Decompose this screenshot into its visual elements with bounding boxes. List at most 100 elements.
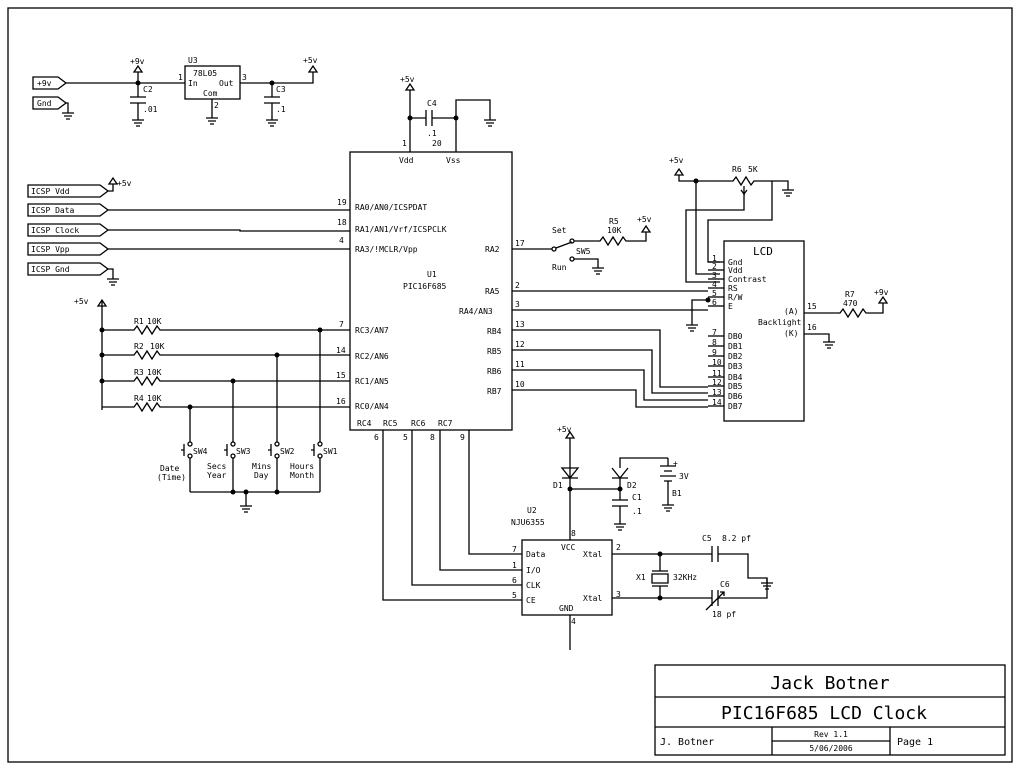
lcd-anode: (A) <box>784 307 798 316</box>
wire-contrast <box>685 194 745 283</box>
lcd-pin-name: Contrast <box>728 275 767 284</box>
vdd-label: Vdd <box>399 156 414 165</box>
rtc-pin-num: 1 <box>512 561 517 570</box>
mcu-bottom-pins: RC4 RC5 RC6 RC7 6 5 8 9 <box>357 419 522 601</box>
b1-plus: + <box>673 459 678 468</box>
sw3-ref: SW3 <box>236 447 251 456</box>
c4-value: .1 <box>427 129 437 138</box>
title-rev: Rev 1.1 <box>814 730 848 739</box>
lcd-pin-num: 8 <box>712 338 717 347</box>
icsp-vdd-label: ICSP Vdd <box>31 187 70 196</box>
diode-d1 <box>560 467 580 480</box>
ground-symbol <box>266 119 278 127</box>
lcd-title: LCD <box>753 245 773 258</box>
sw5-set-label: Set <box>552 226 567 235</box>
lcd-pin-num: 4 <box>712 280 717 289</box>
wire-rtc-vcc <box>564 430 576 540</box>
u3-pin-com: 2 <box>214 101 219 110</box>
pin-num: 11 <box>515 360 525 369</box>
rtc-ref: U2 <box>527 506 537 515</box>
rtc-xtal1: Xtal <box>583 550 602 559</box>
title-name: PIC16F685 LCD Clock <box>721 703 927 724</box>
pin-num: 18 <box>337 218 347 227</box>
b1-ref: B1 <box>672 489 682 498</box>
lcd-pin-num: 10 <box>712 358 722 367</box>
pin-name: RA3/!MCLR/Vpp <box>355 245 418 254</box>
wire-rb6-db6 <box>512 369 708 401</box>
d2-label: D2 <box>627 481 637 490</box>
pin-name: RC1/AN5 <box>355 377 389 386</box>
rtc-vcc: VCC <box>561 543 576 552</box>
c5-val: 8.2 pf <box>722 534 751 543</box>
r7-val: 470 <box>843 299 858 308</box>
wire-rb4-db4 <box>512 329 708 388</box>
rtc-vcc-pin: 8 <box>571 529 576 538</box>
d1-label: D1 <box>553 481 563 490</box>
rtc-part: NJU6355 <box>511 518 545 527</box>
r4-val: 10K <box>147 394 162 403</box>
pin-num: 17 <box>515 239 525 248</box>
mcu-u1: U1 PIC16F685 +5v Vdd Vss 1 20 C4 .1 <box>349 75 513 431</box>
c6-trim <box>705 591 725 611</box>
icsp-port <box>27 184 110 198</box>
r2-ref: R2 <box>134 342 144 351</box>
rtc-gnd: GND <box>559 604 574 613</box>
pin-name: RC6 <box>411 419 426 428</box>
pin-name: RA0/AN0/ICSPDAT <box>355 203 427 212</box>
lcd-pin-num: 11 <box>712 369 722 378</box>
c2-value: .01 <box>143 105 158 114</box>
title-page: Page 1 <box>897 737 933 748</box>
pin-name: RA1/AN1/Vrf/ICSPCLK <box>355 225 447 234</box>
c4-ref: C4 <box>427 99 437 108</box>
mcu-right-pins: RA2 17 RA5 2 RA4/AN3 3 RB4 13 RB5 12 RB6… <box>459 239 708 408</box>
lcd-pin-num: 3 <box>712 271 717 280</box>
capacitor-c4 <box>410 110 456 126</box>
sw2-label1: Mins <box>252 462 271 471</box>
wire-rc6-io <box>439 430 522 571</box>
rtc-pin-name: CLK <box>526 581 541 590</box>
r6-ref: R6 <box>732 165 742 174</box>
set-run-switch: Set Run SW5 R5 10K +5v <box>512 215 652 275</box>
icsp-header: ICSP Vdd ICSP Data ICSP Clock ICSP Vpp I… <box>27 176 350 286</box>
lcd-pin-name: DB2 <box>728 352 743 361</box>
lcd-pin-name: Vdd <box>728 266 743 275</box>
resistor-r5 <box>574 224 652 247</box>
title-block-frame <box>654 664 1006 756</box>
lcd-pin-num: 5 <box>712 289 717 298</box>
mcu-part: PIC16F685 <box>403 282 447 291</box>
r3-val: 10K <box>147 368 162 377</box>
sw4-ref: SW4 <box>193 447 208 456</box>
pin-num: 8 <box>430 433 435 442</box>
c6-val: 18 pf <box>712 610 736 619</box>
c1-ref: C1 <box>632 493 642 502</box>
lcd-pin-num: 7 <box>712 328 717 337</box>
lcd-pin-name: Gnd <box>728 258 743 267</box>
rtc-gnd-pin: 4 <box>571 617 576 626</box>
pin-name: RB7 <box>487 387 502 396</box>
lcd-pin-num: 9 <box>712 348 717 357</box>
rtc-pin-num: 7 <box>512 545 517 554</box>
pin-name: RC7 <box>438 419 453 428</box>
pin-num: 13 <box>515 320 525 329</box>
vdd-pin: 1 <box>402 139 407 148</box>
r1-ref: R1 <box>134 317 144 326</box>
vdd-rail-label: +5v <box>400 75 415 84</box>
title-drawn-by: J. Botner <box>660 737 714 748</box>
lcd-pin-name: DB6 <box>728 392 743 401</box>
pin-name: RA5 <box>485 287 500 296</box>
pin-num: 16 <box>336 397 346 406</box>
rtc-xtal1-pin: 2 <box>616 543 621 552</box>
pin-num: 9 <box>460 433 465 442</box>
switch-rail-label: +5v <box>74 297 89 306</box>
port-gnd-label: Gnd <box>37 99 52 108</box>
sw5-run-gnd <box>574 258 604 275</box>
wire-rc4-ce <box>382 430 522 601</box>
mcu-ref: U1 <box>427 270 437 279</box>
sw2-label2: Day <box>254 471 269 480</box>
wire-vss-gnd <box>455 99 496 152</box>
lcd-pin-name: RS <box>728 284 738 293</box>
u3-com-label: Com <box>203 89 218 98</box>
lcd-pin-num: 14 <box>712 398 722 407</box>
lcd-pin-name: DB7 <box>728 402 743 411</box>
